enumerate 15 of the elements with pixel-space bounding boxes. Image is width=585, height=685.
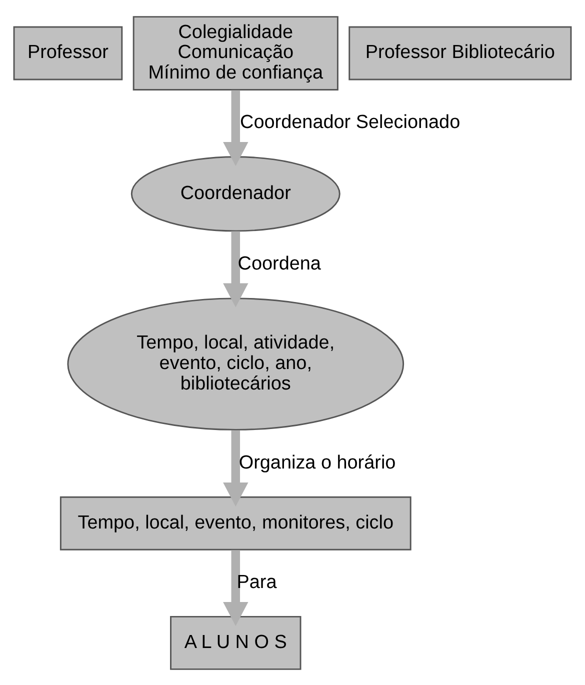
node-box: Professor	[13, 26, 123, 80]
edge-label: Organiza o horário	[238, 452, 396, 474]
arrow	[223, 550, 248, 626]
node-box: Professor Bibliotecário	[348, 26, 572, 80]
edge-label: Para	[236, 572, 277, 593]
node-ellipse: Tempo, local, atividade, evento, ciclo, ano, bibliotecários	[67, 297, 404, 430]
arrow	[223, 230, 248, 307]
arrow	[223, 430, 248, 506]
node-box: Colegialidade Comunicação Mínimo de confiança	[132, 16, 338, 90]
node-ellipse: Coordenador	[130, 156, 340, 232]
arrow	[223, 90, 248, 166]
edge-label: Coordena	[238, 253, 321, 274]
node-box: A L U N O S	[170, 615, 302, 670]
node-box: Tempo, local, evento, monitores, ciclo	[60, 496, 412, 550]
edge-label: Coordenador Selecionado	[240, 112, 460, 133]
